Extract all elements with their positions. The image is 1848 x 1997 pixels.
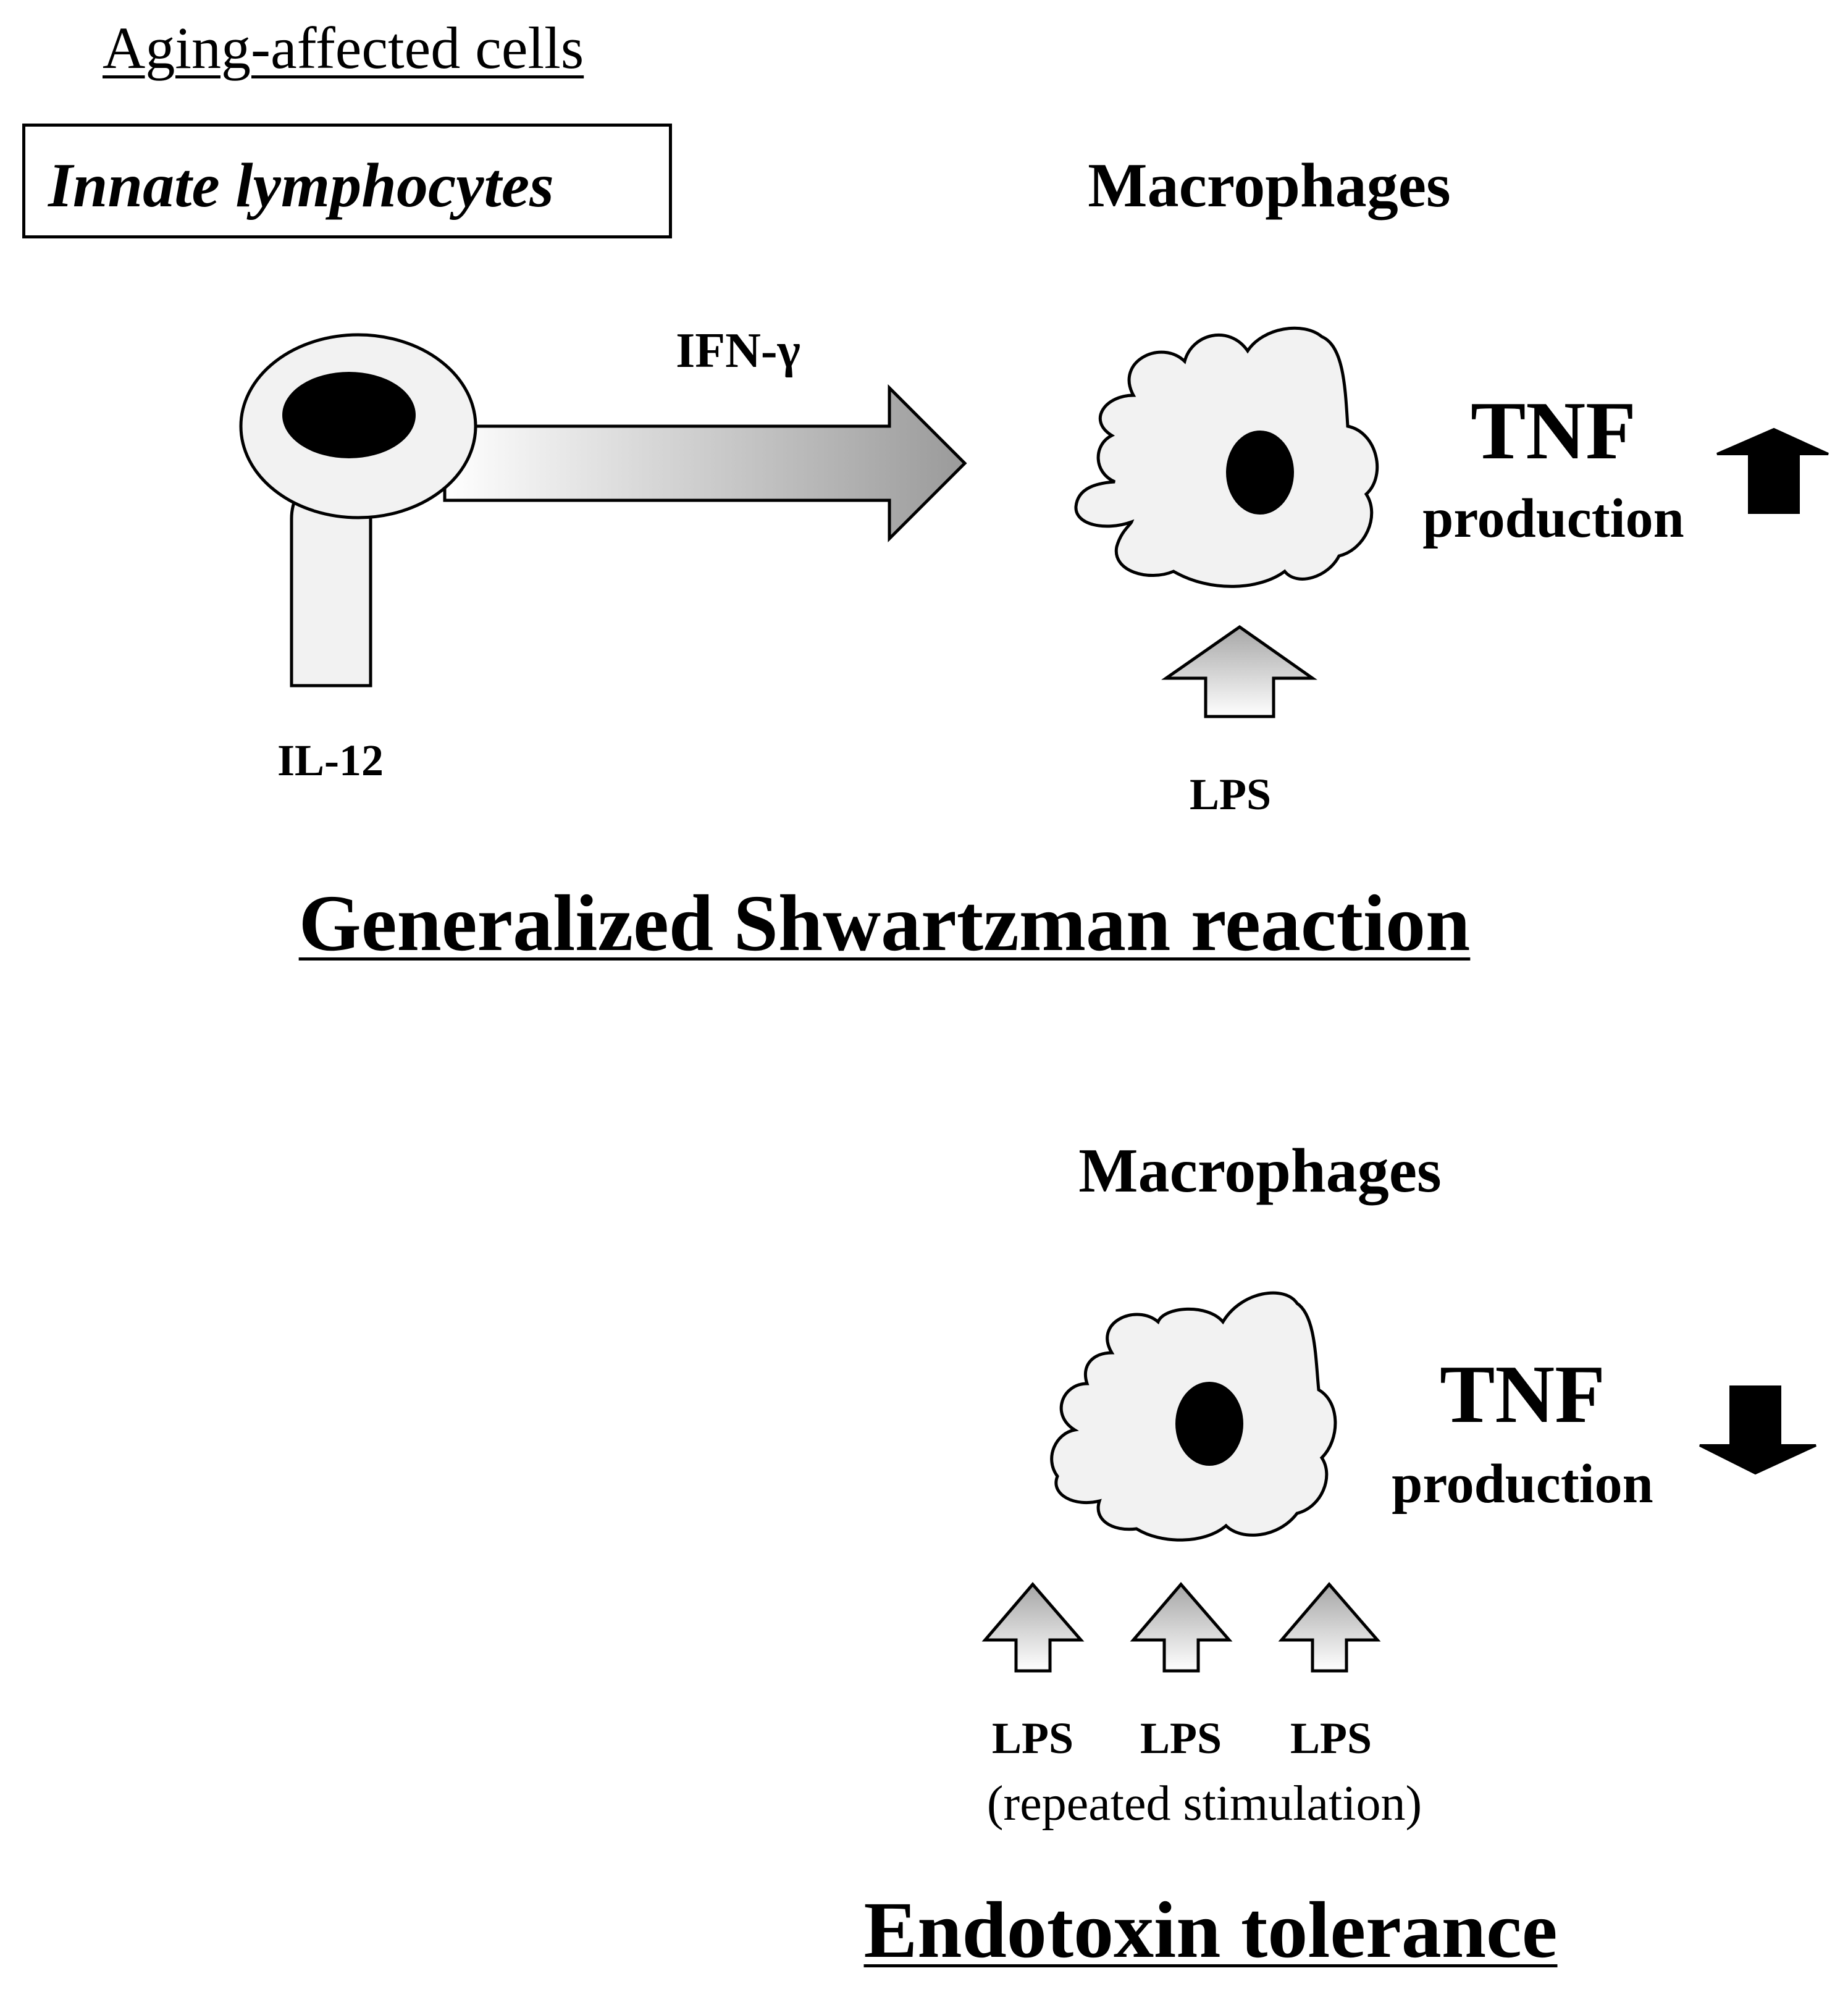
tnf-production-label-top: production [1422, 488, 1684, 549]
lps-arrow-bottom-3 [1278, 1582, 1381, 1673]
macrophage-cell-top [1074, 326, 1379, 588]
lps-arrow-top [1161, 624, 1317, 718]
macrophages-label-bottom: Macrophages [1078, 1136, 1442, 1206]
ifn-gamma-label: IFN-γ [676, 324, 800, 378]
tnf-label-top: TNF [1471, 385, 1636, 476]
tnf-label-bottom: TNF [1440, 1348, 1605, 1440]
section-label: Aging-affected cells [103, 15, 584, 81]
macrophages-label-top: Macrophages [1088, 151, 1451, 221]
lps-arrow-bottom-1 [981, 1582, 1085, 1673]
bottom-panel-title: Endotoxin tolerance [863, 1886, 1558, 1975]
tnf-down-arrow [1699, 1385, 1816, 1475]
innate-lymphocytes-title: Innate lymphocytes [48, 151, 554, 221]
tnf-production-label-bottom: production [1392, 1453, 1653, 1515]
lps-label-bottom-2: LPS [1140, 1713, 1222, 1763]
macrophage-nucleus-top [1226, 431, 1294, 515]
lymphocyte-nucleus [282, 372, 416, 458]
il12-label: IL-12 [277, 736, 384, 785]
lps-arrow-bottom-2 [1130, 1582, 1233, 1673]
lps-label-top: LPS [1189, 770, 1272, 819]
repeated-stimulation-note: (repeated stimulation) [986, 1776, 1422, 1831]
lps-label-bottom-3: LPS [1290, 1713, 1372, 1763]
lps-label-bottom-1: LPS [991, 1713, 1074, 1763]
top-panel-title: Generalized Shwartzman reaction [298, 879, 1471, 968]
innate-lymphocytes-box [22, 124, 672, 238]
ifn-gamma-arrow [443, 384, 967, 543]
macrophage-nucleus-bottom [1175, 1382, 1243, 1466]
tnf-up-arrow [1716, 427, 1829, 514]
